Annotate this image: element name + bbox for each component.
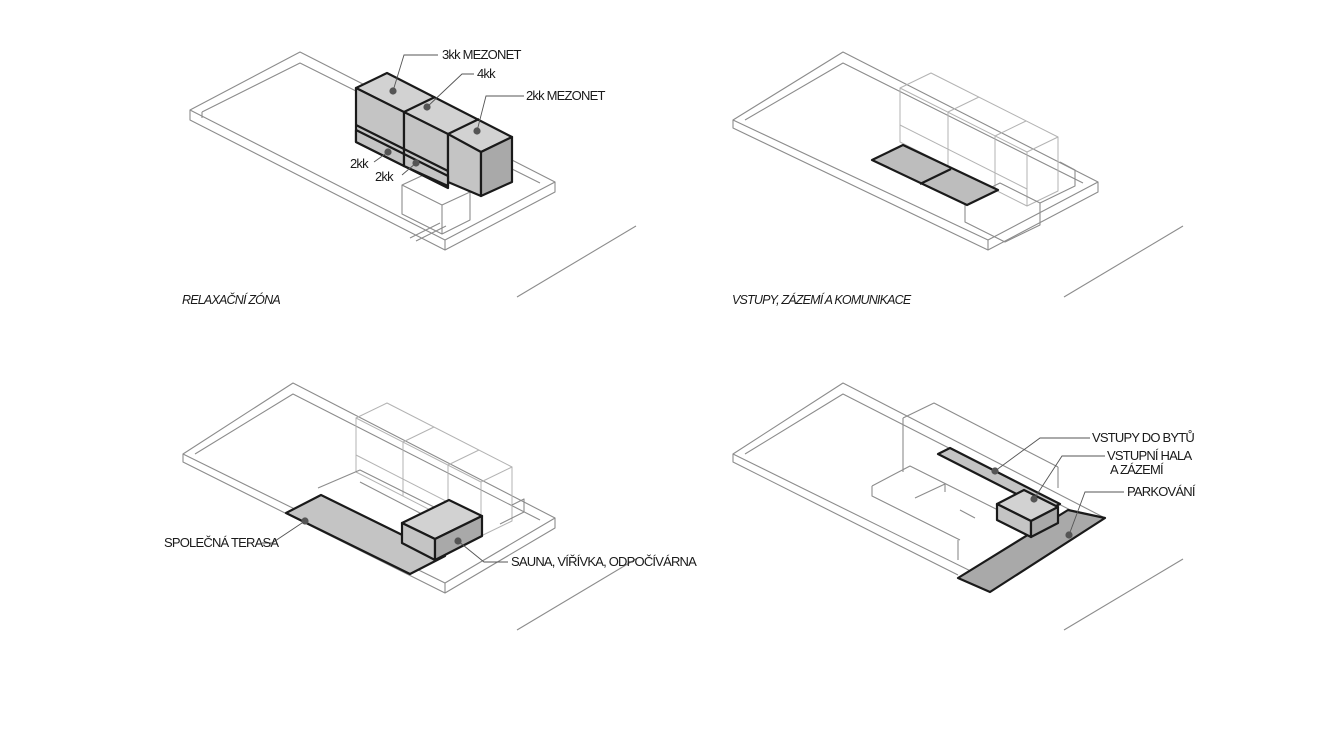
entrance-plane [870, 143, 1000, 207]
entrance-hall-volume [995, 488, 1060, 539]
label-entrance-hall-line1: VSTUPNÍ HALA [1107, 448, 1192, 463]
site-outline [732, 51, 1099, 251]
street-line [1063, 225, 1184, 298]
caption-entrances: VSTUPY, ZÁZEMÍ A KOMUNIKACE [732, 292, 912, 307]
label-4kk: 4kk [477, 66, 496, 81]
building-ghost [317, 402, 525, 537]
leader-lines [373, 54, 524, 176]
label-2kk-mezonet: 2kk MEZONET [526, 88, 605, 103]
sauna-volume [400, 498, 484, 562]
panel-entrances-services: VSTUPY, ZÁZEMÍ A KOMUNIKACE [732, 51, 1184, 307]
caption-relaxation-zone: RELAXAČNÍ ZÓNA [182, 292, 280, 307]
street-line [1063, 558, 1184, 631]
panel-entrances-parking: VSTUPY DO BYTŮ VSTUPNÍ HALA A ZÁZEMÍ PAR… [732, 382, 1197, 631]
label-3kk-mezonet: 3kk MEZONET [442, 47, 521, 62]
panel-relaxation-zone: 3kk MEZONET 4kk 2kk MEZONET 2kk 2kk RELA… [182, 47, 637, 307]
site-outline [182, 382, 556, 594]
apartment-volumes [354, 71, 514, 198]
label-2kk-b: 2kk [375, 169, 394, 184]
panel-common-terrace: SPOLEČNÁ TERASA SAUNA, VÍŘÍVKA, ODPOČÍVÁ… [164, 382, 698, 631]
label-2kk-a: 2kk [350, 156, 369, 171]
building-ghost [871, 402, 1059, 560]
label-apartment-entrances: VSTUPY DO BYTŮ [1092, 430, 1194, 445]
street-line [516, 558, 637, 631]
label-sauna: SAUNA, VÍŘÍVKA, ODPOČÍVÁRNA [511, 554, 697, 569]
label-entrance-hall-line2: A ZÁZEMÍ [1110, 462, 1164, 477]
building-ghost [899, 72, 1076, 243]
label-common-terrace: SPOLEČNÁ TERASA [164, 535, 279, 550]
label-parking: PARKOVÁNÍ [1127, 484, 1196, 499]
street-line [516, 225, 637, 298]
